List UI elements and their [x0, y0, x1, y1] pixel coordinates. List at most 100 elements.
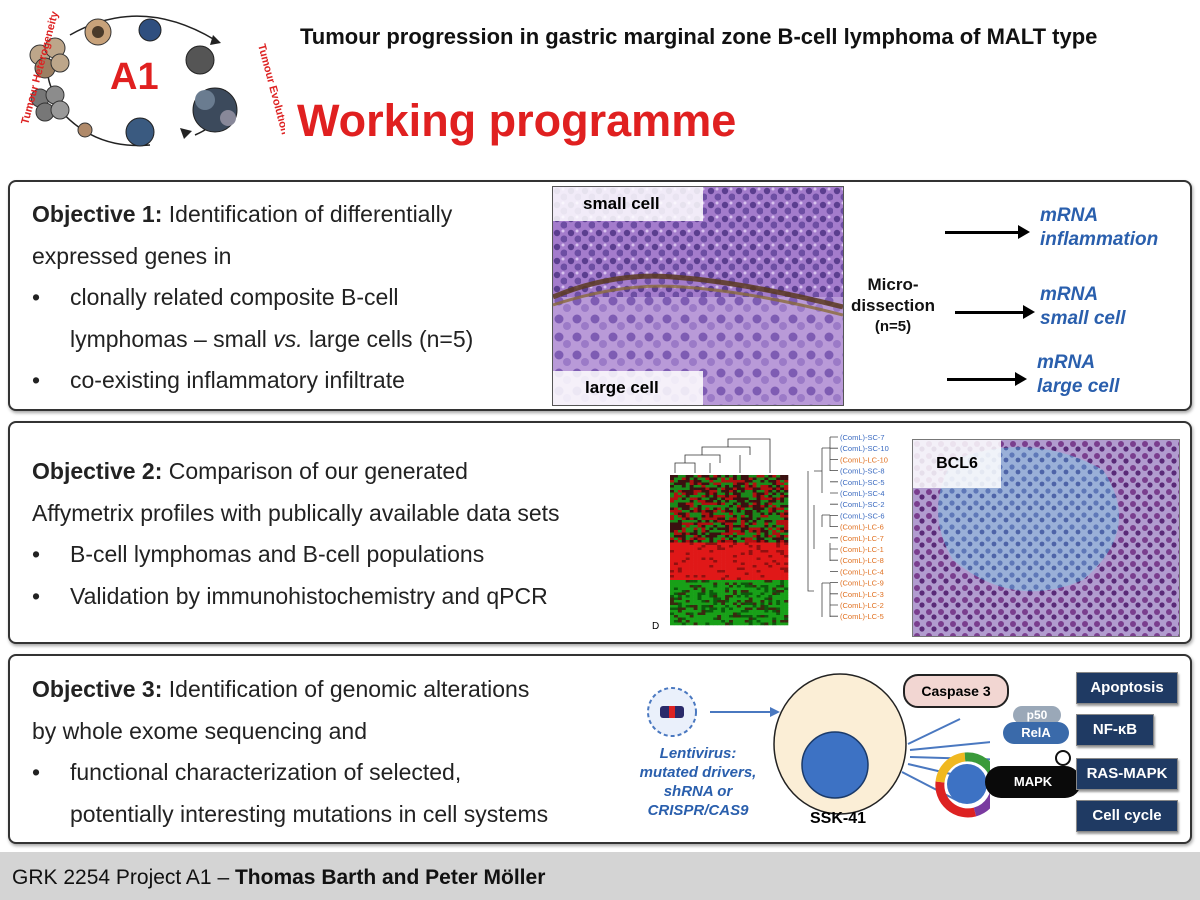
heatmap-cell — [677, 477, 683, 481]
heatmap-cell — [776, 540, 781, 543]
heatmap-cell — [673, 480, 679, 483]
heatmap-cell — [673, 477, 679, 481]
heatmap-cell — [693, 585, 698, 588]
heatmap-cell — [748, 572, 753, 576]
heatmap-cell — [725, 492, 730, 496]
rela-badge: RelA — [1003, 722, 1069, 744]
heatmap-cell — [713, 480, 718, 483]
heatmap-cell — [764, 557, 769, 561]
heatmap-cell — [689, 557, 694, 561]
heatmap-figure: D — [650, 433, 792, 638]
heatmap-cell — [717, 595, 722, 598]
heatmap-cell — [740, 475, 746, 478]
heatmap-cell — [709, 622, 714, 626]
heatmap-cell — [697, 615, 702, 618]
heatmap-cell — [677, 475, 683, 478]
heatmap-cell — [705, 487, 710, 491]
heatmap-cell — [717, 547, 722, 551]
heatmap-cell — [689, 530, 694, 533]
heatmap-cell — [772, 515, 777, 518]
heatmap-cell — [776, 545, 781, 548]
heatmap-cell — [670, 530, 675, 533]
heatmap-cell — [677, 557, 683, 561]
heatmap-cell — [681, 605, 687, 608]
heatmap-cell — [713, 585, 718, 588]
heatmap-cell — [748, 552, 753, 556]
heatmap-cell — [780, 547, 785, 551]
heatmap-cell — [697, 622, 702, 626]
heatmap-cell — [732, 515, 738, 518]
heatmap-cell — [744, 607, 749, 611]
heatmap-cell — [709, 615, 714, 618]
heatmap-cell — [689, 480, 694, 483]
heatmap-cell — [756, 485, 761, 488]
heatmap-cell — [697, 537, 702, 541]
heatmap-cell — [784, 622, 789, 626]
heatmap-cell — [705, 582, 710, 586]
heatmap-cell — [784, 562, 789, 566]
heatmap-cell — [670, 622, 675, 626]
heatmap-cell — [729, 507, 734, 511]
heatmap-cell — [760, 600, 765, 603]
heatmap-cell — [717, 490, 722, 493]
heatmap-cell — [760, 592, 765, 596]
heatmap-cell — [748, 482, 753, 486]
heatmap-cell — [760, 535, 765, 538]
heatmap-cell — [681, 540, 687, 543]
heatmap-cell — [685, 510, 690, 513]
heatmap-cell — [705, 580, 710, 583]
heatmap-cell — [673, 575, 679, 578]
heatmap-cell — [729, 622, 734, 626]
heatmap-cell — [729, 525, 734, 528]
heatmap-cell — [693, 525, 698, 528]
heatmap-cell — [721, 595, 726, 598]
heatmap-cell — [772, 487, 777, 491]
heatmap-cell — [677, 502, 683, 506]
heatmap-cell — [673, 510, 679, 513]
heatmap-cell — [673, 525, 679, 528]
heatmap-cell — [689, 537, 694, 541]
heatmap-cell — [705, 522, 710, 526]
heatmap-cell — [776, 502, 781, 506]
heatmap-cell — [709, 620, 714, 623]
heatmap-cell — [756, 475, 761, 478]
heatmap-cell — [673, 547, 679, 551]
heatmap-cell — [732, 492, 738, 496]
heatmap-cell — [784, 605, 789, 608]
heatmap-cell — [693, 482, 698, 486]
heatmap-cell — [772, 590, 777, 593]
heatmap-cell — [768, 552, 773, 556]
heatmap-cell — [756, 610, 761, 613]
heatmap-cell — [705, 555, 710, 558]
heatmap-cell — [701, 587, 706, 591]
heatmap-cell — [732, 572, 738, 576]
heatmap-cell — [760, 517, 765, 521]
heatmap-cell — [740, 490, 746, 493]
heatmap-cell — [764, 617, 769, 621]
heatmap-cell — [768, 482, 773, 486]
heatmap-cell — [760, 500, 765, 503]
heatmap-cell — [760, 577, 765, 581]
heatmap-cell — [721, 580, 726, 583]
heatmap-cell — [709, 500, 714, 503]
heatmap-cell — [693, 505, 698, 508]
heatmap-cell — [685, 560, 690, 563]
heatmap-cell — [697, 520, 702, 523]
heatmap-cell — [721, 605, 726, 608]
heatmap-cell — [681, 495, 687, 498]
heatmap-cell — [732, 507, 738, 511]
heatmap-cell — [729, 492, 734, 496]
heatmap-cell — [685, 610, 690, 613]
heatmap-cell — [693, 552, 698, 556]
heatmap-cell — [752, 517, 757, 521]
heatmap-cell — [697, 577, 702, 581]
heatmap-cell — [717, 562, 722, 566]
heatmap-cell — [717, 580, 722, 583]
heatmap-cell — [752, 595, 757, 598]
heatmap-cell — [717, 477, 722, 481]
heatmap-cell — [705, 482, 710, 486]
heatmap-cell — [784, 585, 789, 588]
heatmap-cell — [701, 605, 706, 608]
heatmap-cell — [764, 600, 769, 603]
heatmap-cell — [670, 492, 675, 496]
